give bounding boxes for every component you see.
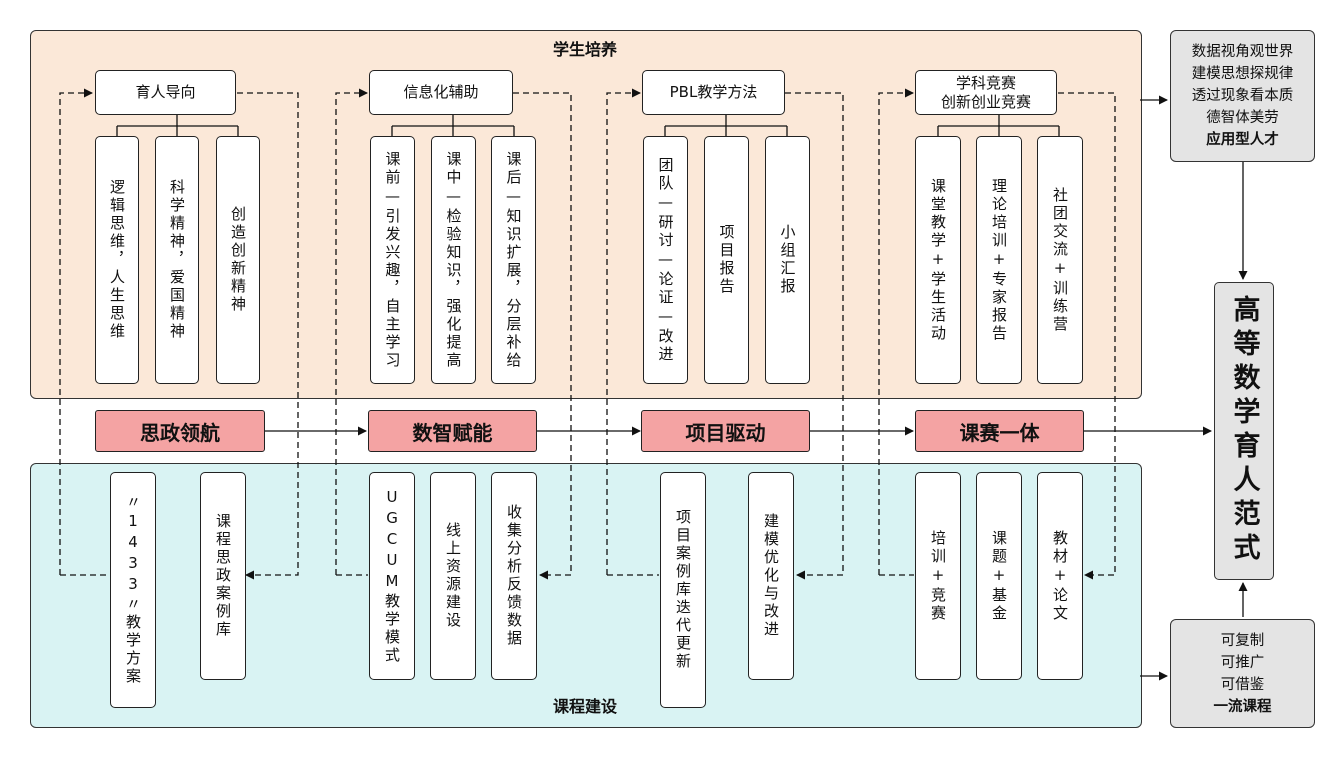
student-cultivation-title: 学生培养 [552, 40, 617, 59]
course-construction-title: 课程建设 [552, 697, 617, 716]
bottom-box: UGCUM教学模式 [369, 472, 415, 680]
bottom-box: 教材+论文 [1037, 472, 1083, 680]
top-box: 社团交流+训练营 [1037, 136, 1083, 384]
top-box: 项目报告 [704, 136, 749, 384]
bottom-box: 课题+基金 [976, 472, 1022, 680]
header-box-col2: 信息化辅助 [369, 70, 513, 115]
top-box: 课中—检验知识，强化提高 [431, 136, 476, 384]
outcome-line: 德智体美劳 [1206, 110, 1279, 126]
pill-sizheng: 思政领航 [95, 410, 265, 452]
outcome-line: 可借鉴 [1220, 676, 1265, 693]
outcome-talent-box: 数据视角观世界 建模思想探规律 透过现象看本质 德智体美劳 应用型人才 [1170, 30, 1315, 162]
header-box-col1: 育人导向 [95, 70, 236, 115]
paradigm-box: 高等数学育人范式 [1214, 282, 1274, 580]
outcome-talent-title: 应用型人才 [1206, 132, 1279, 148]
header-box-col4: 学科竞赛 创新创业竞赛 [915, 70, 1057, 115]
top-box: 课堂教学+学生活动 [915, 136, 961, 384]
top-box: 团队—研讨—论证—改进 [643, 136, 688, 384]
pill-shuzhi: 数智赋能 [368, 410, 537, 452]
paradigm-label: 高等数学育人范式 [1228, 295, 1260, 567]
header-box-col3: PBL教学方法 [642, 70, 785, 115]
pill-xiangmu: 项目驱动 [641, 410, 810, 452]
top-box: 逻辑思维，人生思维 [95, 136, 139, 384]
outcome-line: 透过现象看本质 [1191, 88, 1294, 104]
outcome-course-box: 可复制 可推广 可借鉴 一流课程 [1170, 619, 1315, 728]
bottom-box: 建模优化与改进 [748, 472, 794, 680]
bottom-box: 课程思政案例库 [200, 472, 246, 680]
top-box: 理论培训+专家报告 [976, 136, 1022, 384]
bottom-box: 培训+竞赛 [915, 472, 961, 680]
top-box: 创造创新精神 [216, 136, 260, 384]
bottom-box: 线上资源建设 [430, 472, 476, 680]
outcome-course-title: 一流课程 [1213, 698, 1272, 715]
pill-kesai: 课赛一体 [915, 410, 1084, 452]
outcome-line: 数据视角观世界 [1191, 44, 1294, 60]
header-box-col4-label: 学科竞赛 创新创业竞赛 [940, 73, 1031, 111]
outcome-line: 可推广 [1220, 654, 1265, 671]
outcome-line: 建模思想探规律 [1191, 66, 1294, 82]
outcome-line: 可复制 [1220, 632, 1265, 649]
bottom-box: 收集分析反馈数据 [491, 472, 537, 680]
bottom-box: 项目案例库迭代更新 [660, 472, 706, 708]
bottom-box: 〃1433〃教学方案 [110, 472, 156, 708]
top-box: 科学精神，爱国精神 [155, 136, 199, 384]
top-box: 课前—引发兴趣，自主学习 [370, 136, 415, 384]
top-box: 课后—知识扩展，分层补给 [491, 136, 536, 384]
top-box: 小组汇报 [765, 136, 810, 384]
